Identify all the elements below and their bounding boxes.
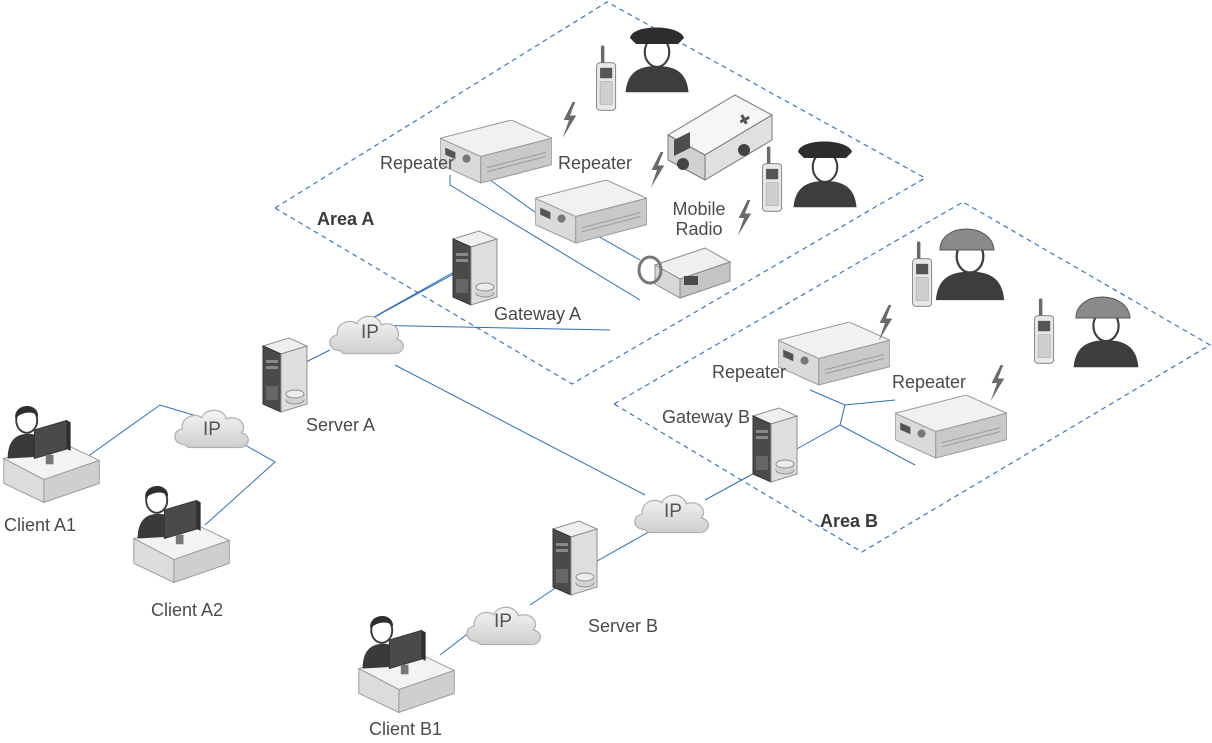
server-a-device [262, 337, 308, 413]
portable-radio-icon [596, 44, 617, 111]
wireless-bolt-icon [562, 102, 577, 138]
area-b-label: Area B [820, 511, 879, 531]
client-a2-device [132, 485, 231, 584]
mobile-radio-label: Mobile Radio [672, 199, 726, 239]
gateway-b-device [752, 407, 798, 483]
repeater-a1-device [440, 120, 552, 184]
repeater-b1-label: Repeater [712, 362, 787, 382]
server-a-label: Server A [306, 415, 376, 435]
repeater-a2-device [535, 180, 647, 244]
construction-worker-icon [934, 228, 1006, 302]
area-a-label: Area A [317, 209, 375, 229]
police-officer-icon [624, 27, 690, 94]
gateway-a-label: Gateway A [494, 304, 582, 324]
repeater-a2-label: Repeater [558, 153, 633, 173]
repeater-b2-label: Repeater [892, 372, 967, 392]
portable-radio-icon [762, 145, 783, 212]
client-b1-label: Client B1 [369, 719, 443, 739]
repeater-b1-device [778, 322, 890, 386]
server-b-label: Server B [588, 616, 659, 636]
ip-cloud-b-label: IP [664, 501, 682, 522]
repeater-b2-device [895, 395, 1007, 459]
client-b1-device [357, 615, 456, 714]
gateway-a-device [452, 230, 498, 306]
police-officer-icon [792, 141, 858, 209]
ip-cloud-a-label: IP [361, 322, 379, 343]
construction-worker-icon [1072, 296, 1140, 369]
ip-cloud-left-label: IP [203, 419, 221, 440]
portable-radio-icon [912, 240, 933, 307]
server-b-device [552, 520, 598, 596]
wireless-bolt-icon [878, 305, 893, 341]
mobile-radio-device [637, 247, 732, 299]
wireless-bolt-icon [990, 365, 1005, 401]
wireless-bolt-icon [737, 200, 752, 236]
ambulance-icon [666, 94, 774, 181]
gateway-b-label: Gateway B [662, 407, 751, 427]
client-a2-label: Client A2 [151, 600, 224, 620]
portable-radio-icon [1034, 297, 1055, 364]
repeater-a1-label: Repeater [380, 153, 455, 173]
client-a1-device [2, 405, 101, 504]
ip-cloud-bottom-label: IP [494, 611, 512, 632]
area-b-border [612, 201, 1212, 553]
wireless-bolt-icon [650, 152, 665, 188]
client-a1-label: Client A1 [4, 515, 77, 535]
